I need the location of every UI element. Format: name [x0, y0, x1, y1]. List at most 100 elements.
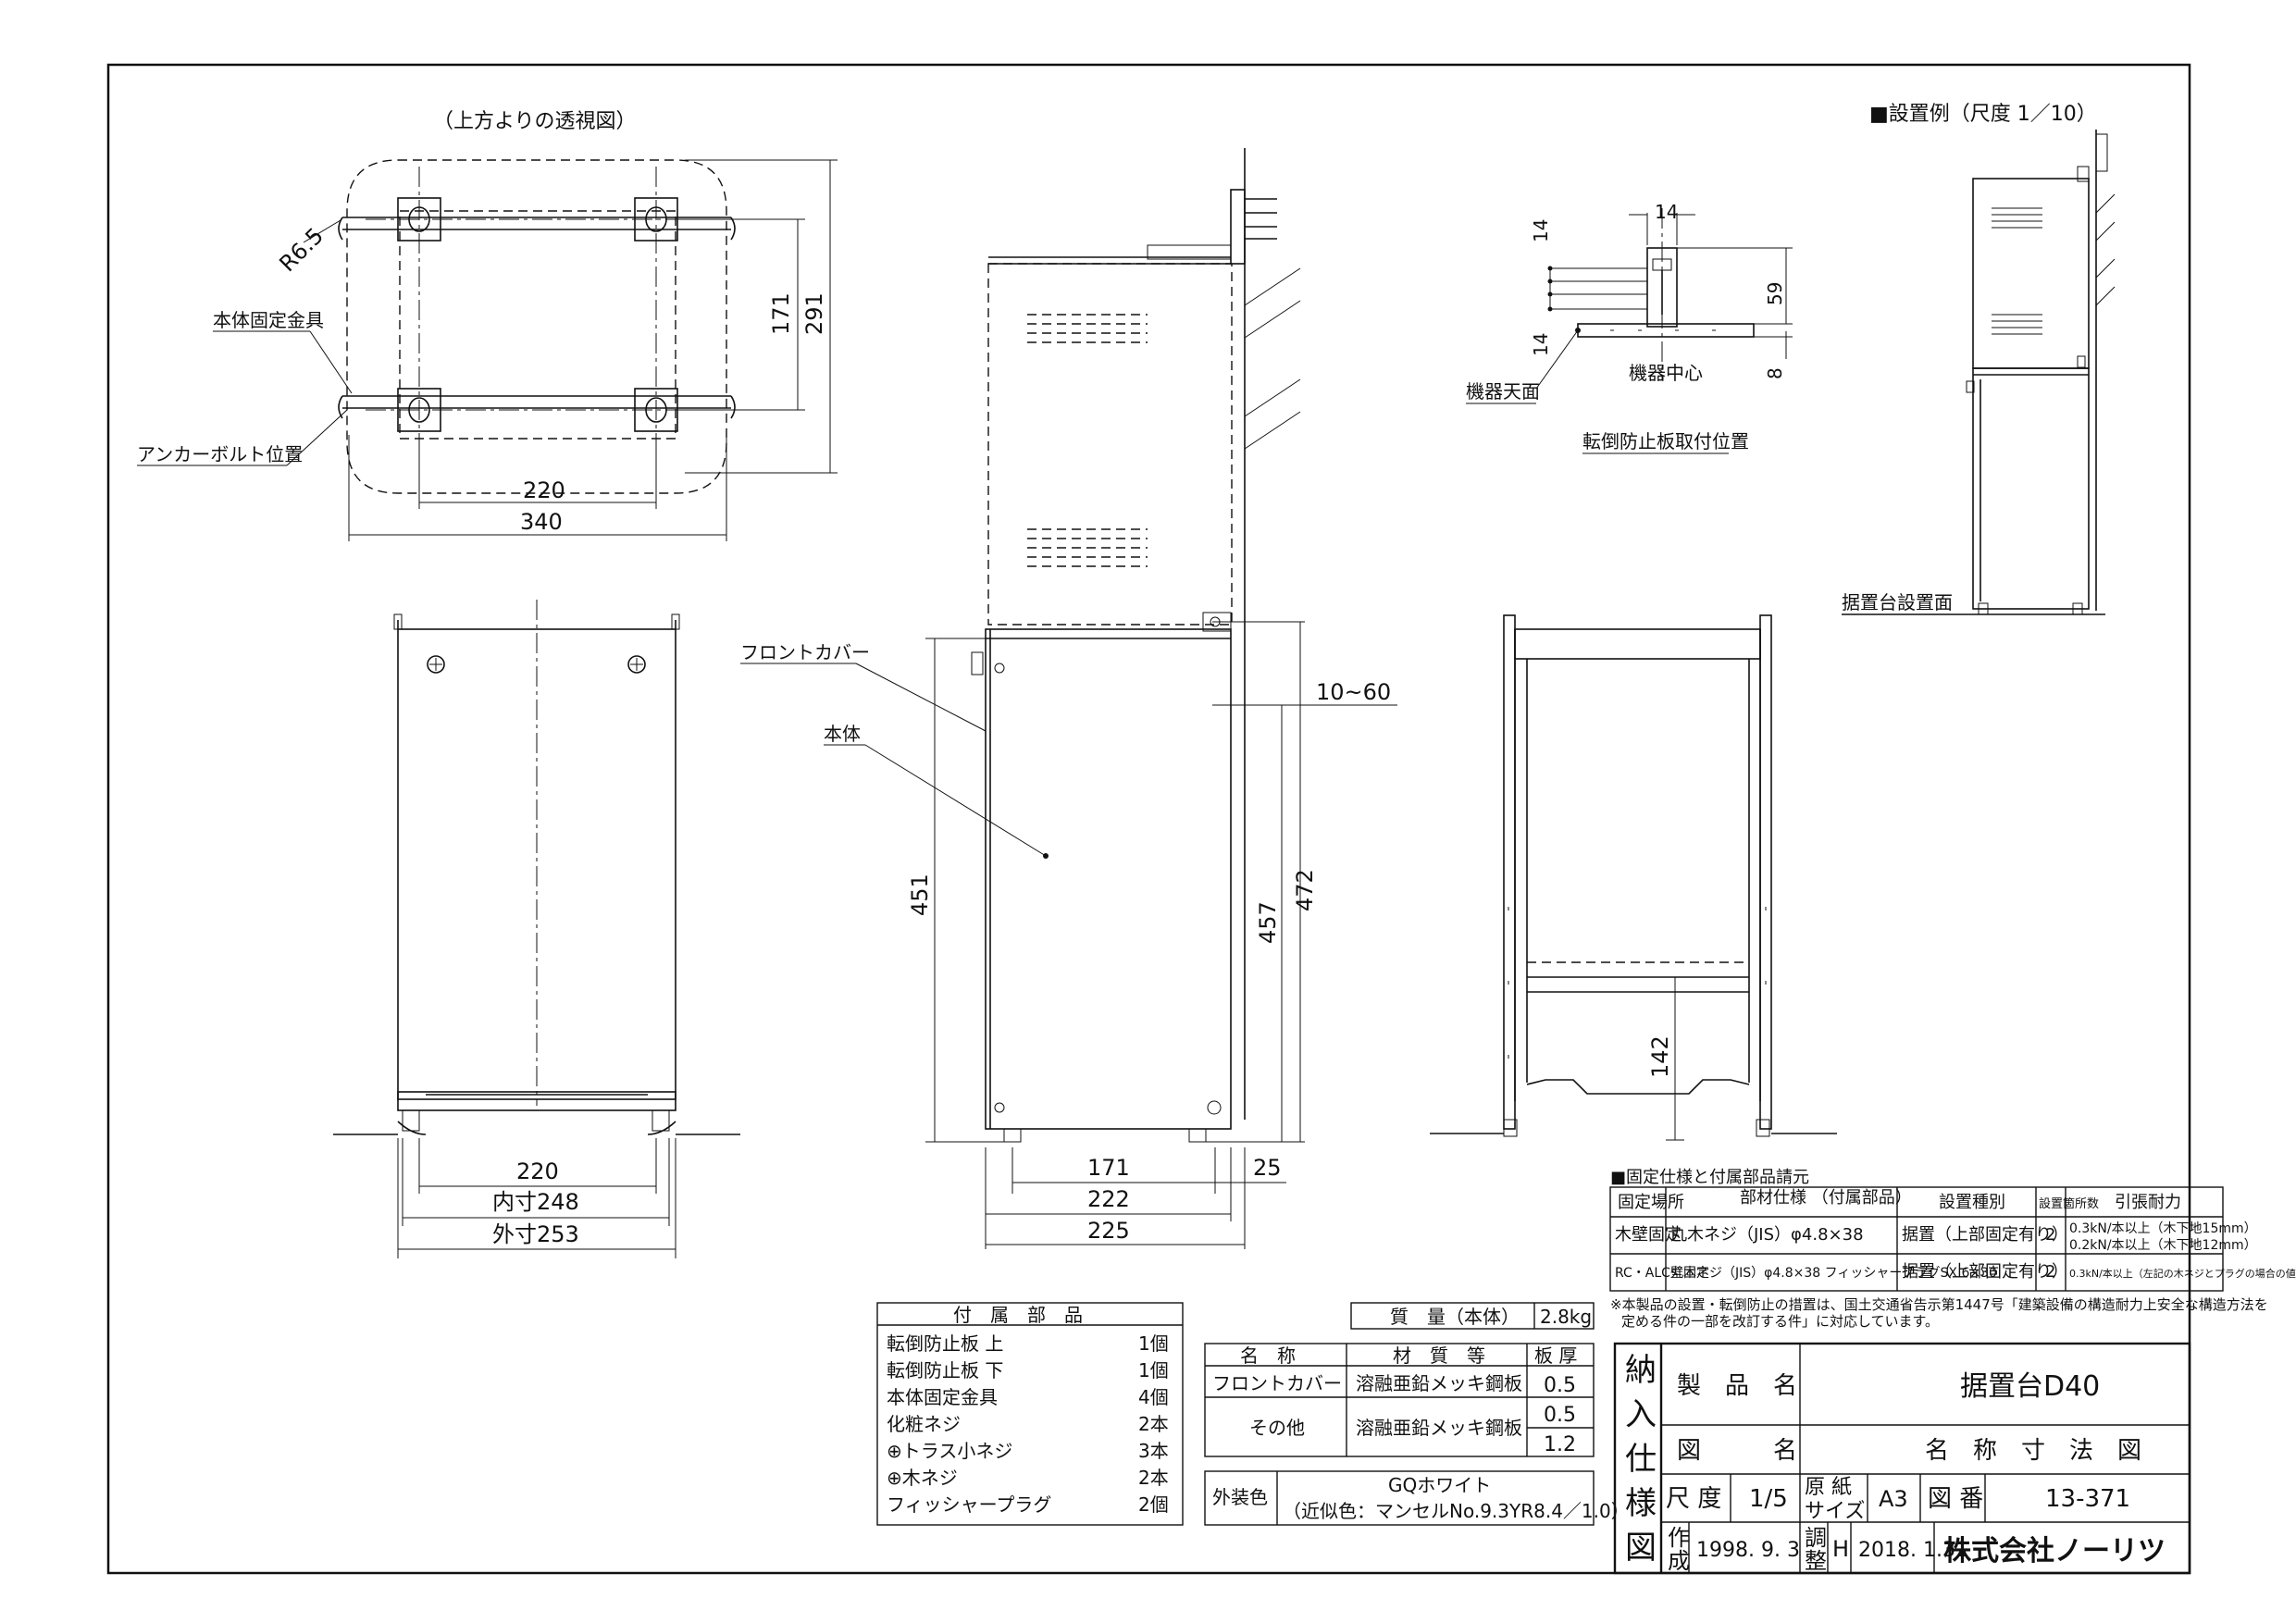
tb-paper-value: A3	[1879, 1486, 1908, 1512]
topple-caption: 転倒防止板取付位置	[1582, 430, 1749, 452]
topple-plate-detail: 14 14 14 59 8 機器天面 機器中心 転倒防止板取付位置	[1466, 201, 1793, 454]
mat-r2-name: その他	[1249, 1417, 1305, 1439]
dim-472: 472	[1292, 869, 1318, 911]
dim-14a: 14	[1530, 219, 1552, 242]
spec-r1-c6: 0.2kN/本以上（木下地12mm）	[2069, 1238, 2257, 1253]
color-value2: （近似色：マンセルNo.9.3YR8.4／1.0）	[1283, 1500, 1630, 1522]
dim-451: 451	[907, 873, 933, 916]
tb-adj-date: 2018. 1.31	[1858, 1539, 1968, 1562]
part-4-name: 化粧ネジ	[887, 1413, 961, 1435]
mat-r2-thickness2: 1.2	[1544, 1433, 1576, 1456]
dim-10-60: 10~60	[1316, 679, 1391, 705]
dim-25: 25	[1253, 1155, 1282, 1181]
top-view: （上方よりの透視図） 220 340	[137, 110, 838, 541]
tb-product-label: 製 品 名	[1677, 1372, 1797, 1400]
spec-r1-c4: 2	[2045, 1225, 2055, 1245]
part-3-name: 本体固定金具	[887, 1386, 998, 1408]
part-5-name: ⊕トラス小ネジ	[887, 1440, 1012, 1462]
dim-14c: 14	[1655, 201, 1678, 223]
tb-vertical-1: 納	[1625, 1352, 1657, 1389]
spec-r2-c2: 丸木ネジ（JIS）φ4.8×38 フィッシャープラグSX 6×30	[1670, 1266, 1997, 1281]
material-table: 名 称 材 質 等 板 厚 フロントカバー 溶融亜鉛メッキ鋼板 0.5 その他 …	[1204, 1343, 1595, 1457]
spec-h5: 引張耐力	[2115, 1193, 2181, 1212]
tb-number-label: 図 番	[1928, 1485, 1983, 1513]
color-table: 外装色 GQホワイト （近似色：マンセルNo.9.3YR8.4／1.0）	[1204, 1470, 1630, 1526]
part-6-name: ⊕木ネジ	[887, 1467, 958, 1489]
spec-r2-c5: 0.3kN/本以上（左記の木ネジとプラグの場合の値）	[2069, 1267, 2296, 1280]
dim-220-front: 220	[516, 1158, 559, 1184]
part-4-qty: 2本	[1138, 1413, 1169, 1435]
rear-view: 142	[1430, 614, 1837, 1141]
tb-product-value: 据置台D40	[1960, 1370, 2100, 1403]
parts-header: 付 属 部 品	[953, 1304, 1083, 1326]
dim-225: 225	[1087, 1218, 1130, 1244]
spec-r2-c1: RC・ALC壁固定	[1615, 1266, 1709, 1281]
mat-r1-thickness: 0.5	[1544, 1374, 1576, 1397]
tb-adj-label2: 整	[1805, 1548, 1827, 1574]
dim-171-top: 171	[768, 292, 794, 335]
tb-drawing-value: 名 称 寸 法 図	[1925, 1437, 2141, 1465]
label-floor: 据置台設置面	[1842, 591, 1953, 613]
color-label: 外装色	[1212, 1486, 1268, 1508]
install-example: ■設置例（尺度 1／10） 据置台設置面	[1842, 103, 2116, 615]
tb-made-date: 1998. 9. 3	[1696, 1539, 1800, 1562]
tb-paper-label1: 原 紙	[1805, 1476, 1852, 1499]
spec-title: ■固定仕様と付属部品請元	[1610, 1168, 1809, 1187]
dim-59: 59	[1764, 282, 1786, 305]
label-body: 本体	[824, 723, 861, 745]
spec-r1-c2: 丸木ネジ（JIS）φ4.8×38	[1670, 1225, 1864, 1245]
label-r65: R6.5	[274, 223, 329, 278]
spec-r1-c1: 木壁固定	[1615, 1225, 1682, 1245]
dim-291: 291	[801, 292, 827, 335]
tb-scale-label: 尺 度	[1666, 1485, 1721, 1513]
part-7-qty: 2個	[1138, 1493, 1169, 1516]
dim-248: 内寸248	[492, 1189, 579, 1215]
spec-h1: 固定場所	[1618, 1193, 1684, 1212]
tb-vertical-3: 仕	[1625, 1441, 1657, 1478]
mat-h-thickness: 板 厚	[1534, 1344, 1577, 1367]
sheet-frame	[106, 63, 2191, 1575]
part-2-name: 転倒防止板 下	[887, 1359, 1003, 1381]
mass-value: 2.8kg	[1540, 1306, 1592, 1328]
mat-h-name: 名 称	[1240, 1344, 1296, 1367]
spec-note2: 定める件の一部を改訂する件」に対応しています。	[1621, 1313, 1939, 1330]
tb-made-label1: 作	[1668, 1525, 1690, 1551]
label-fixing-bracket: 本体固定金具	[213, 309, 324, 331]
tb-drawing-label: 図 名	[1677, 1437, 1797, 1465]
dim-222: 222	[1087, 1186, 1130, 1212]
dim-171-side: 171	[1087, 1155, 1130, 1181]
dim-457: 457	[1255, 901, 1281, 944]
front-view: 220 内寸248 外寸253	[333, 600, 740, 1258]
part-6-qty: 2本	[1138, 1467, 1169, 1489]
dim-220-top: 220	[523, 477, 565, 503]
tb-made-label2: 成	[1668, 1548, 1690, 1574]
spec-h3: 設置種別	[1939, 1193, 2005, 1212]
color-value1: GQホワイト	[1388, 1474, 1491, 1496]
spec-note1: ※本製品の設置・転倒防止の措置は、国土交通省告示第1447号「建築設備の構造耐力…	[1610, 1296, 2268, 1313]
title-block: 納 入 仕 様 図 製 品 名 据置台D40 図 名 名 称 寸 法 図 尺 度…	[1613, 1342, 2191, 1575]
dim-340: 340	[520, 509, 563, 535]
tb-vertical-4: 様	[1625, 1485, 1657, 1522]
label-front-cover: フロントカバー	[740, 641, 870, 663]
label-device-center: 機器中心	[1629, 362, 1703, 384]
dim-8: 8	[1764, 367, 1786, 379]
mass-box: 質 量（本体） 2.8kg	[1350, 1302, 1595, 1330]
part-2-qty: 1個	[1138, 1359, 1169, 1381]
mat-r1-name: フロントカバー	[1212, 1372, 1342, 1394]
tb-vertical-5: 図	[1625, 1530, 1657, 1567]
spec-r2-c4: 2	[2045, 1262, 2055, 1282]
part-1-name: 転倒防止板 上	[887, 1332, 1003, 1355]
tb-paper-label2: サイズ	[1805, 1500, 1865, 1523]
parts-rows: 転倒防止板 上 1個 転倒防止板 下 1個 本体固定金具 4個 化粧ネジ 2本 …	[887, 1332, 1169, 1516]
dim-253: 外寸253	[492, 1221, 579, 1247]
spec-r1-c5: 0.3kN/本以上（木下地15mm）	[2069, 1221, 2257, 1236]
part-1-qty: 1個	[1138, 1332, 1169, 1355]
label-device-top: 機器天面	[1466, 380, 1540, 403]
mat-r2-material: 溶融亜鉛メッキ鋼板	[1356, 1417, 1522, 1439]
part-5-qty: 3本	[1138, 1440, 1169, 1462]
tb-company: 株式会社ノーリツ	[1943, 1535, 2166, 1567]
mat-r2-thickness1: 0.5	[1544, 1404, 1576, 1427]
spec-h2: 部材仕様 （付属部品）	[1740, 1188, 1912, 1208]
spec-h4: 設置箇所数	[2039, 1196, 2099, 1211]
label-anchor-bolt: アンカーボルト位置	[137, 443, 303, 465]
